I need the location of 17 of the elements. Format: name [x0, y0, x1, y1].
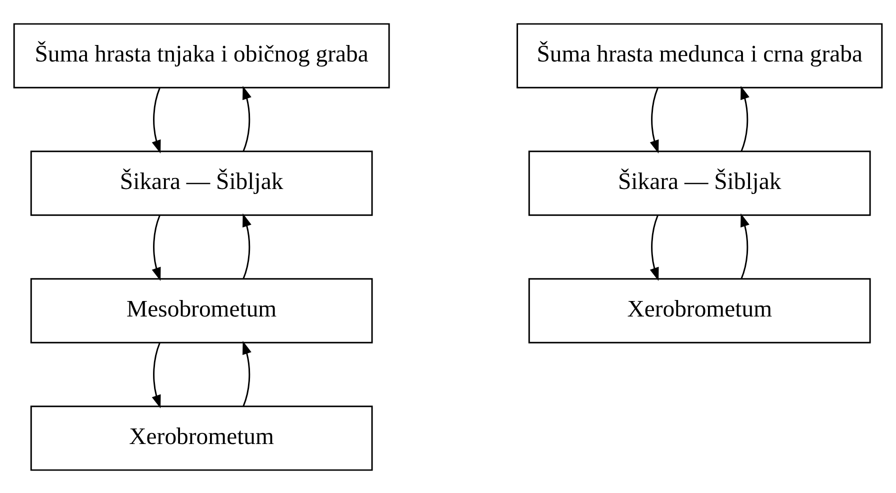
- arrow: [740, 85, 750, 152]
- node-box: Mesobrometum: [30, 278, 373, 343]
- arrow: [242, 85, 252, 152]
- arrow: [152, 87, 161, 153]
- node-box: Xerobrometum: [528, 278, 871, 343]
- arrow: [650, 214, 659, 280]
- arrow: [242, 340, 252, 406]
- arrow: [152, 214, 161, 280]
- arrow: [242, 212, 252, 279]
- node-box: Šuma hrasta tnjaka i običnog graba: [13, 22, 390, 88]
- node-box: Xerobrometum: [30, 405, 373, 470]
- arrow: [650, 87, 659, 153]
- arrow: [152, 342, 161, 408]
- node-box: Šuma hrasta medunca i crna graba: [516, 22, 883, 88]
- node-box: Šikara — Šibljak: [30, 150, 373, 216]
- arrow: [740, 212, 750, 279]
- node-box: Šikara — Šibljak: [528, 150, 871, 216]
